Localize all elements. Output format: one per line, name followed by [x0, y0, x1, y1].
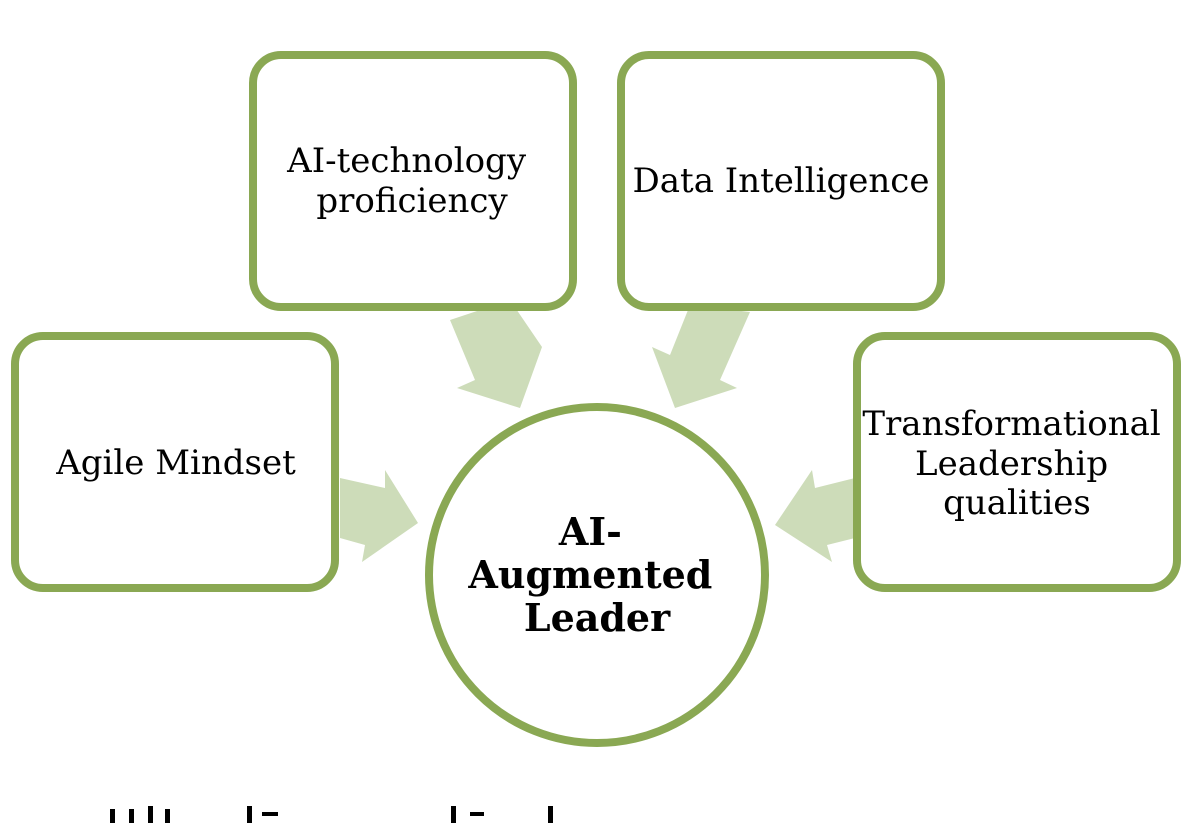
label-data-intelligence: Data Intelligence	[633, 161, 930, 201]
center-label: AI- Augmented Leader	[467, 509, 725, 640]
center-circle	[425, 403, 769, 747]
arrow-data-intel-to-center	[652, 305, 750, 408]
box-ai-technology-proficiency	[249, 51, 577, 311]
arrow-agile-to-center	[340, 470, 418, 562]
label-ai-technology-proficiency: AI-technology proficiency	[286, 141, 537, 221]
arrow-transformational-to-center	[775, 470, 855, 562]
label-transformational-leadership: Transformational Leadership qualities	[862, 404, 1171, 523]
box-agile-mindset	[11, 332, 339, 592]
label-agile-mindset: Agile Mindset	[55, 443, 296, 483]
box-transformational-leadership	[853, 332, 1181, 592]
arrow-ai-tech-to-center	[450, 300, 542, 408]
box-data-intelligence	[617, 51, 945, 311]
cut-off-caption-fragment	[110, 806, 553, 823]
